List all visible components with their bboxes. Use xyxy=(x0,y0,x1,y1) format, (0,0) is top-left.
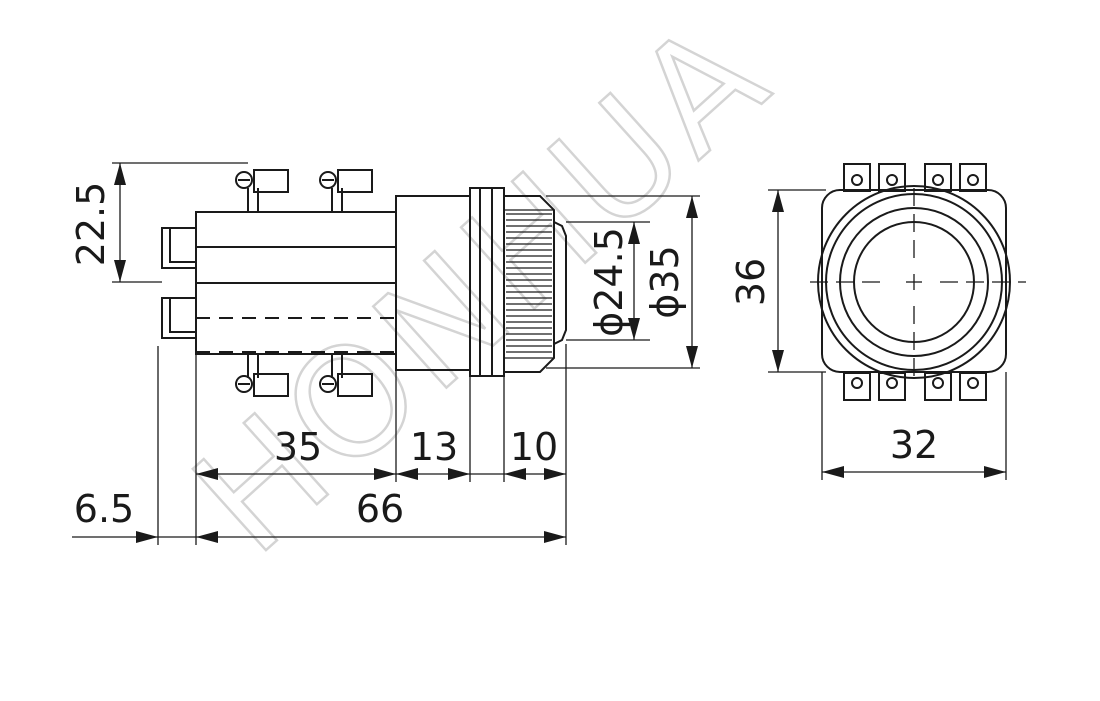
push-cap xyxy=(553,221,567,345)
dim-front-height: 36 xyxy=(729,258,773,306)
side-dimensions: 22.5 ϕ24.5 ϕ35 35 13 10 xyxy=(69,162,700,545)
dim-length-total: 66 xyxy=(356,487,404,531)
left-tab-top xyxy=(161,227,196,269)
top-screw-1 xyxy=(235,169,289,212)
dim-length-terminal: 6.5 xyxy=(74,487,134,531)
front-view xyxy=(810,163,1026,401)
dim-height-left: 22.5 xyxy=(69,182,113,267)
watermark: HONHUA xyxy=(163,0,803,587)
bottom-screw-1 xyxy=(235,354,289,397)
left-tab-bottom xyxy=(161,297,196,339)
dim-diameter-inner: ϕ24.5 xyxy=(587,227,631,337)
dim-length-collar: 13 xyxy=(410,425,458,469)
top-screw-2 xyxy=(319,169,373,212)
side-view xyxy=(161,169,567,397)
front-dimensions: 36 32 xyxy=(729,189,1007,480)
dim-diameter-outer: ϕ35 xyxy=(643,245,687,318)
dim-length-cap: 10 xyxy=(510,425,558,469)
bottom-screw-2 xyxy=(319,354,373,397)
bottom-terminals xyxy=(843,372,987,401)
dim-length-body: 35 xyxy=(274,425,322,469)
dim-front-width: 32 xyxy=(890,423,938,467)
